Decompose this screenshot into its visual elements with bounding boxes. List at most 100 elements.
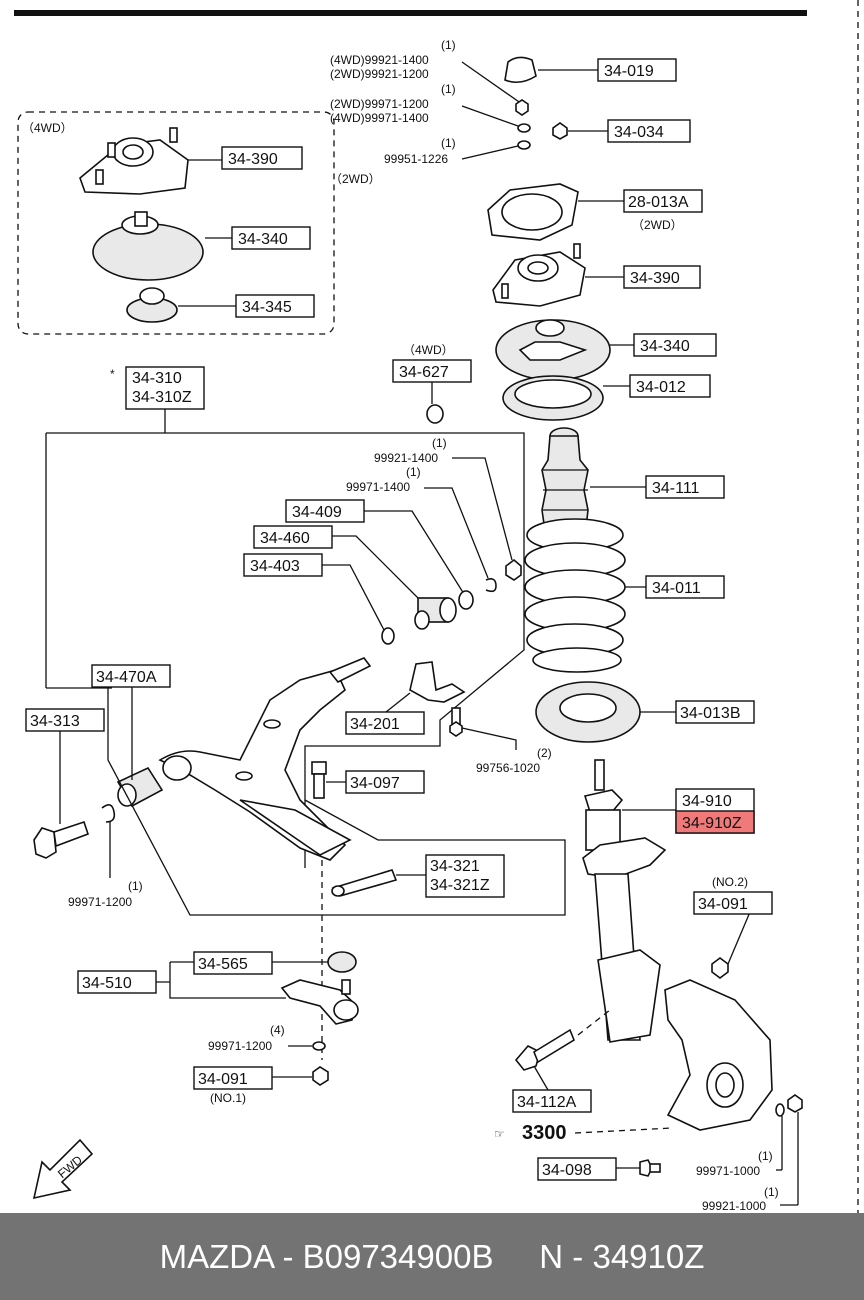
label-34-201: 34-201 [350, 716, 400, 733]
bolt-99756-1020 [449, 707, 463, 737]
label-34-910: 34-910 [682, 793, 732, 810]
nut-34-091-no1 [312, 1066, 329, 1086]
2wd-note: （2WD） [330, 172, 381, 186]
part-99971-1400-4wd: (4WD)99971-1400 [330, 111, 429, 125]
qty-2: (2) [537, 746, 552, 760]
part-99921-1000: 99921-1000 [702, 1199, 766, 1213]
steering-knuckle [664, 979, 773, 1131]
no1-label: (NO.1) [210, 1091, 246, 1105]
lockwasher-99971-1400 [485, 578, 497, 593]
bolt-34-112a [514, 1028, 575, 1071]
part-number-footer: MAZDA - B09734900B N - 34910Z [0, 1213, 864, 1300]
label-34-470a: 34-470A [96, 669, 157, 686]
spring-seat-ring [502, 375, 604, 421]
nut-34-034 [552, 122, 568, 140]
qty-1g: (1) [758, 1149, 773, 1163]
4wd-box-label: （4WD） [22, 121, 73, 135]
label-34-091-no2: 34-091 [698, 896, 748, 913]
nut-top [515, 99, 529, 116]
bushing-34-627 [426, 404, 444, 424]
part-99921-1400-4wd: (4WD)99921-1400 [330, 53, 429, 67]
washer-99951 [517, 140, 531, 150]
label-34-097: 34-097 [350, 775, 400, 792]
label-34-409: 34-409 [292, 504, 342, 521]
label-34-310z: 34-310Z [132, 389, 192, 406]
label-34-310: 34-310 [132, 370, 182, 387]
ball-joint-34-510 [280, 979, 359, 1025]
bump-stop-left [126, 287, 178, 323]
dust-boot-34-565 [327, 951, 357, 973]
label-34-345: 34-345 [242, 299, 292, 316]
4wd-group-box [17, 111, 335, 335]
strut-mount-left [79, 127, 189, 195]
bolt-34-097 [311, 761, 327, 799]
label-34-390-left: 34-390 [228, 151, 278, 168]
label-34-013b: 34-013B [680, 705, 741, 722]
label-34-034: 34-034 [614, 124, 664, 141]
fwd-arrow-icon: FWD [32, 1138, 94, 1200]
qty-1a: (1) [441, 38, 456, 52]
strut-mount-right [492, 243, 586, 307]
bushing-34-460 [414, 597, 457, 630]
label-28-013a: 28-013A [628, 194, 689, 211]
washer-34-409 [458, 590, 474, 610]
label-34-390-right: 34-390 [630, 270, 680, 287]
gasket-28-013a [487, 183, 579, 241]
part-99971-1200-a: 99971-1200 [68, 895, 132, 909]
label-34-111: 34-111 [652, 480, 700, 497]
part-99971-1200-2wd: (2WD)99971-1200 [330, 97, 429, 111]
spring-insulator [535, 681, 641, 743]
washer-99971-1000 [775, 1103, 785, 1117]
footer-brand: MAZDA [159, 1238, 274, 1275]
4wd-note-34-627: （4WD） [403, 343, 454, 357]
label-34-321: 34-321 [430, 858, 480, 875]
ref-pointer-icon: ☞ [494, 1127, 505, 1141]
part-99921-1400: 99921-1400 [374, 451, 438, 465]
qty-4: (4) [270, 1023, 285, 1037]
label-34-321z: 34-321Z [430, 877, 490, 894]
label-34-112a: 34-112A [517, 1094, 577, 1111]
part-99971-1200-b: 99971-1200 [208, 1039, 272, 1053]
label-34-510: 34-510 [82, 975, 132, 992]
washer-34-403 [381, 627, 395, 645]
footer-part-number: B09734900B [302, 1238, 494, 1275]
part-99921-1200-2wd: (2WD)99921-1200 [330, 67, 429, 81]
label-34-460: 34-460 [260, 530, 310, 547]
lockwasher-99971-1200-a [101, 804, 116, 823]
washer-top [517, 123, 531, 133]
footer-sep-1: - [273, 1238, 303, 1275]
coil-spring [524, 518, 626, 673]
nut-99921-1000 [787, 1094, 803, 1113]
2wd-note-gasket: （2WD） [632, 218, 683, 232]
label-34-091-no1: 34-091 [198, 1071, 248, 1088]
qty-1d: (1) [432, 436, 447, 450]
qty-1e: (1) [406, 465, 421, 479]
spring-seat-left [92, 211, 204, 281]
label-34-019: 34-019 [604, 63, 654, 80]
label-34-098: 34-098 [542, 1162, 592, 1179]
label-34-340-right: 34-340 [640, 338, 690, 355]
ref-mark: * [110, 367, 115, 381]
top-rule [14, 10, 807, 16]
split-pin-34-321 [331, 869, 398, 897]
label-34-565: 34-565 [198, 956, 248, 973]
label-34-012: 34-012 [636, 379, 686, 396]
part-99756-1020: 99756-1020 [476, 761, 540, 775]
dust-cap [504, 56, 537, 84]
ref-3300: 3300 [522, 1122, 567, 1144]
qty-1c: (1) [441, 136, 456, 150]
nut-99921-1400 [505, 558, 522, 581]
part-99951-1226: 99951-1226 [384, 152, 448, 166]
nut-34-091-no2 [711, 957, 729, 979]
part-99971-1000: 99971-1000 [696, 1164, 760, 1178]
washer-99971-1200-b [312, 1041, 326, 1051]
qty-1b: (1) [441, 82, 456, 96]
footer-sep-2: N - [493, 1238, 593, 1275]
bushing-34-470a [116, 766, 164, 808]
exploded-parts-diagram: （4WD） （2WD） 34-390 34-340 34-345 34-019 … [14, 0, 859, 1213]
spring-seat-right [495, 319, 611, 381]
label-34-313: 34-313 [30, 713, 80, 730]
label-34-011: 34-011 [652, 580, 701, 597]
label-34-627: 34-627 [399, 364, 449, 381]
footer-ref-number: 34910Z [592, 1238, 705, 1275]
